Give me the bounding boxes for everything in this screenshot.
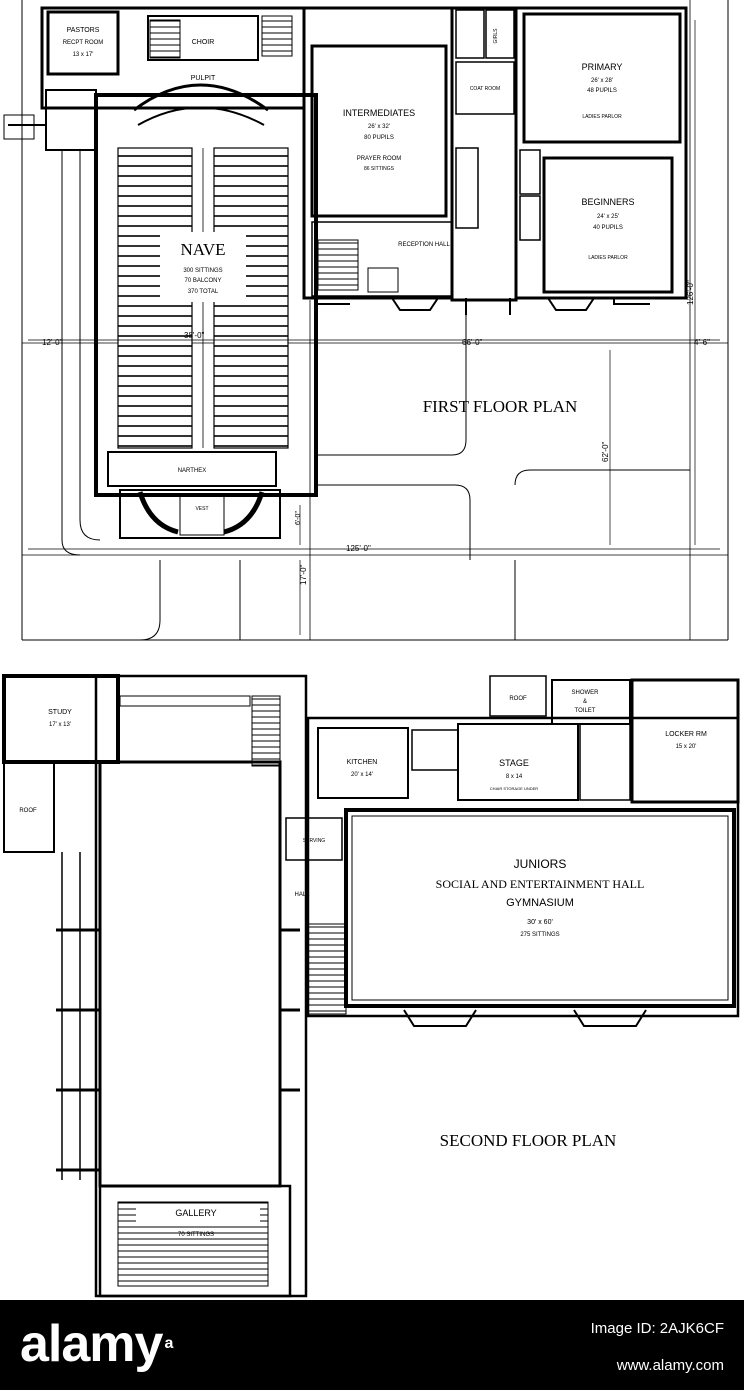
study-label: STUDY [48, 709, 72, 716]
beginners-pupils: 40 PUPILS [593, 225, 623, 231]
primary-parlor: LADIES PARLOR [582, 114, 622, 120]
chair-storage-label: CHAIR STORAGE UNDER [490, 786, 538, 791]
gymnasium-size: 30' x 60' [527, 919, 553, 926]
dim-6ft: 6'-0" [295, 511, 302, 525]
serving-label: SERVING [303, 838, 326, 844]
dim-17ft: 17'-0" [299, 564, 308, 585]
second-floor-plan [2, 674, 740, 1298]
dim-12ft: 12'-0" [42, 338, 63, 347]
image-id-text: Image ID: 2AJK6CF [590, 1320, 724, 1337]
beginners-parlor: LADIES PARLOR [588, 255, 628, 261]
choir-label: CHOIR [192, 39, 215, 46]
prayer-room-sittings: 86 SITTINGS [364, 166, 395, 172]
shower-label: SHOWER [572, 690, 600, 696]
girls-label: GIRLS [493, 28, 499, 44]
first-floor-labels: PASTORS RECPT ROOM 13 x 17' CHOIR PULPIT… [42, 27, 710, 585]
nave-total: 370 TOTAL [188, 289, 219, 295]
pastors-label: PASTORS [67, 27, 100, 34]
beginners-label: BEGINNERS [581, 197, 634, 207]
toilet-label: TOILET [575, 708, 596, 714]
kitchen-size: 20' x 14' [351, 772, 373, 778]
first-floor-plan [3, 0, 729, 641]
pulpit-label: PULPIT [191, 75, 216, 82]
second-floor-labels: STUDY 17' x 13' ROOF ROOF SHOWER & TOILE… [19, 690, 707, 1238]
gymnasium-label: GYMNASIUM [506, 897, 574, 909]
stage-label: STAGE [499, 758, 529, 768]
study-size: 17' x 13' [49, 722, 71, 728]
dim-66ft: 66'-0" [462, 338, 483, 347]
stage-size: 8 x 14 [506, 774, 523, 780]
dim-38ft: 38'-0" [184, 331, 205, 340]
intermediates-size: 26' x 32' [368, 124, 390, 130]
narthex-label: NARTHEX [178, 468, 207, 474]
logo-mark: a [164, 1335, 173, 1352]
shower-amp: & [583, 699, 587, 705]
nave-sittings: 300 SITTINGS [183, 268, 222, 274]
gallery-sittings: 70 SITTINGS [178, 1232, 214, 1238]
pastors-size: 13 x 17' [73, 52, 94, 58]
second-floor-title: SECOND FLOOR PLAN [440, 1131, 617, 1150]
intermediates-label: INTERMEDIATES [343, 108, 415, 118]
reception-hall-label: RECEPTION HALL [398, 242, 450, 248]
stock-url-link[interactable]: www.alamy.com [616, 1357, 724, 1374]
prayer-room-label: PRAYER ROOM [357, 156, 402, 162]
social-hall-label: SOCIAL AND ENTERTAINMENT HALL [436, 877, 645, 891]
nave-label: NAVE [180, 240, 225, 259]
coat-room-label: COAT ROOM [470, 86, 500, 92]
dim-62ft: 62'-0" [601, 441, 610, 462]
dim-125ft: 125'-0" [346, 544, 371, 553]
stock-footer-bar [0, 1300, 744, 1390]
intermediates-pupils: 80 PUPILS [364, 135, 394, 141]
gymnasium-sittings: 275 SITTINGS [520, 932, 559, 938]
roof-left-label: ROOF [19, 808, 37, 814]
dim-126ft: 126'-0" [686, 280, 695, 305]
hall-label: HALL [294, 892, 310, 898]
dim-4ft6: 4'-6" [694, 338, 710, 347]
logo-wordmark: alamy [20, 1315, 163, 1373]
nave-balcony: 70 BALCONY [184, 278, 221, 284]
kitchen-label: KITCHEN [347, 759, 378, 766]
first-floor-title: FIRST FLOOR PLAN [423, 397, 578, 416]
gallery-label: GALLERY [175, 1208, 216, 1218]
roof-right-label: ROOF [509, 696, 527, 702]
primary-pupils: 48 PUPILS [587, 88, 617, 94]
locker-room-label: LOCKER RM [665, 731, 707, 738]
primary-label: PRIMARY [582, 62, 623, 72]
locker-room-size: 15 x 20' [676, 744, 697, 750]
floor-plan-drawing: PASTORS RECPT ROOM 13 x 17' CHOIR PULPIT… [2, 0, 740, 1298]
vestibule-label: VEST [195, 506, 208, 512]
pastors-sub-label: RECPT ROOM [63, 40, 104, 46]
primary-size: 26' x 28' [591, 78, 613, 84]
beginners-size: 24' x 25' [597, 214, 619, 220]
juniors-label: JUNIORS [514, 857, 567, 871]
